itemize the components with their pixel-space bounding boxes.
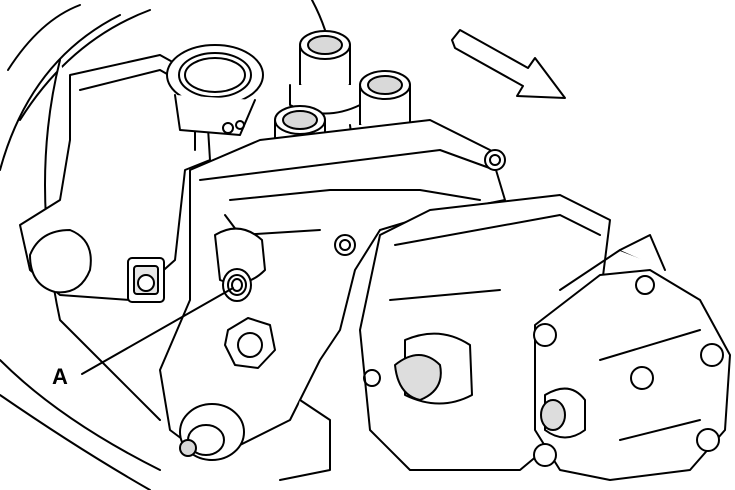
pump-body — [159, 119, 506, 481]
flow-direction-arrow-icon — [451, 29, 566, 99]
top-fitting-1 — [289, 30, 361, 115]
callout-a-leader-line — [81, 287, 234, 375]
callout-a-label: A — [52, 364, 68, 389]
top-ring — [166, 44, 264, 136]
gear-pump-section-2 — [533, 234, 731, 481]
mounting-flange — [19, 54, 211, 303]
